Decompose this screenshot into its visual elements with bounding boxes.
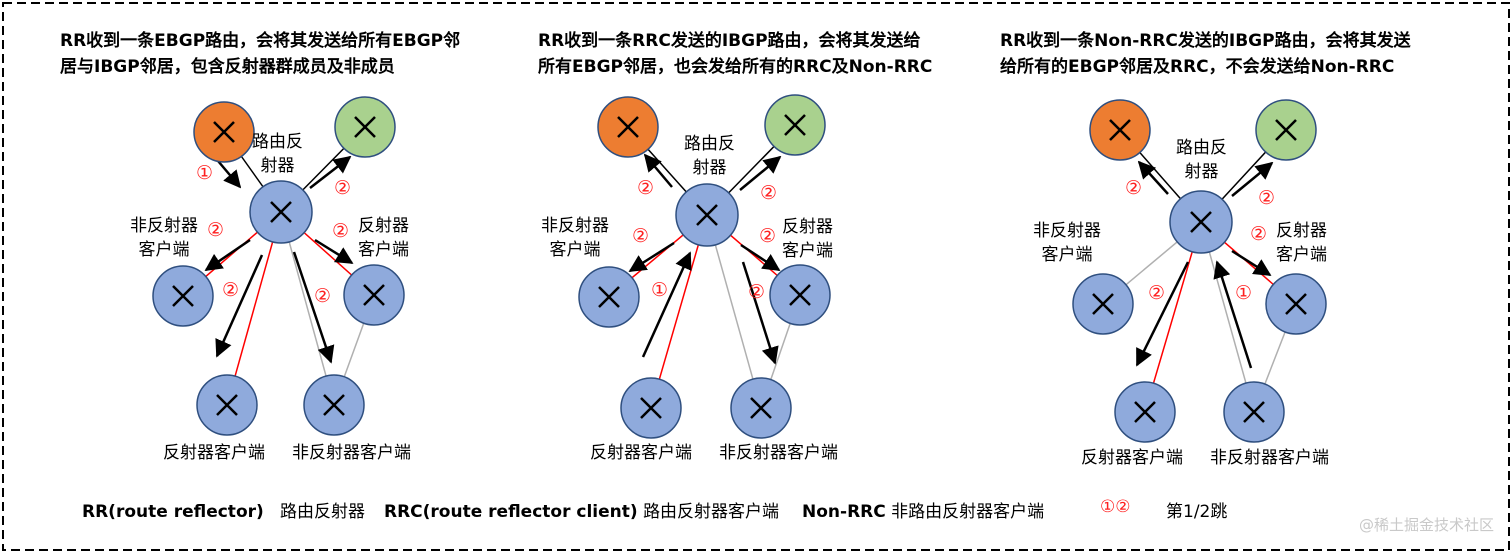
hop-mark: ② [334,177,352,199]
right-label-line-1: 反射器 [782,217,833,237]
panel-2-right-label: 反射器 客户端 [782,215,833,263]
panel-2-rr-label: 路由反 射器 [684,132,735,180]
hop-mark: ② [1250,223,1268,245]
right-label-line-2: 客户端 [1276,245,1327,265]
panel-2-title: RR收到一条RRC发送的IBGP路由，会将其发送给 所有EBGP邻居，也会发给所… [538,28,932,80]
panel-3-right-label: 反射器 客户端 [1276,219,1327,267]
rr-label-line-2: 射器 [1184,162,1219,182]
legend-nonrrc-abbr: Non-RRC [802,502,886,522]
panel-2-left-label: 非反射器 客户端 [541,214,609,262]
hop-mark: ② [1148,282,1166,304]
panel-3-left-label: 非反射器 客户端 [1033,219,1101,267]
panel-2-title-line-2: 所有EBGP邻居，也会发给所有的RRC及Non-RRC [538,57,933,77]
rr-label-line-1: 路由反 [252,132,303,152]
right-label-line-1: 反射器 [1276,221,1327,241]
panel-1-rr-label: 路由反 射器 [252,130,303,178]
legend-rrc: RRC(route reflector client) 路由反射器客户端 [384,497,779,522]
hop-mark: ② [207,219,225,241]
legend-rr-desc: 路由反射器 [280,502,365,522]
hop-mark: ① [1235,282,1253,304]
hop-mark: ② [637,177,655,199]
panel-3-bottom-right-label: 非反射器客户端 [1210,448,1329,468]
left-label-line-2: 客户端 [549,240,601,260]
panel-1-router-x [172,116,385,416]
panel-1-bottom-right-label: 非反射器客户端 [292,443,411,463]
left-label-line-2: 客户端 [1041,245,1093,265]
legend-hop-marks: ①② [1100,497,1131,517]
panel-3-bottom-left-label: 反射器客户端 [1081,448,1183,468]
hop-mark: ② [1258,187,1276,209]
legend-nonrrc: Non-RRC 非路由反射器客户端 [802,497,1044,522]
rr-label-line-1: 路由反 [1176,138,1227,158]
legend-nonrrc-desc: 非路由反射器客户端 [891,502,1045,522]
panel-1-arrows [204,154,354,364]
legend-hop-desc: 第1/2跳 [1166,502,1228,522]
hop-mark: ① [196,162,214,184]
left-label-line-1: 非反射器 [1033,221,1101,241]
right-label-line-1: 反射器 [358,216,409,236]
panel-3-router-x [1092,119,1307,423]
hop-mark: ② [332,220,350,242]
panel-1-bottom-left-label: 反射器客户端 [163,443,265,463]
panel-3-rr-label: 路由反 射器 [1176,136,1227,184]
left-label-line-2: 客户端 [138,240,190,260]
panel-1-left-label: 非反射器 客户端 [130,214,198,262]
hop-mark: ② [760,182,778,204]
panel-1-title-line-1: RR收到一条EBGP路由，会将其发送给所有EBGP邻 [60,31,461,51]
left-label-line-1: 非反射器 [130,216,198,236]
hop-mark: ② [759,225,777,247]
panel-3-title-line-1: RR收到一条Non-RRC发送的IBGP路由，会将其发送 [1000,31,1411,51]
legend-rr-abbr: RR(route reflector) [82,502,264,522]
hop-mark: ② [314,285,332,307]
panel-2-title-line-1: RR收到一条RRC发送的IBGP路由，会将其发送给 [538,31,921,51]
left-label-line-1: 非反射器 [541,216,609,236]
panel-2-bottom-left-label: 反射器客户端 [590,443,692,463]
hop-mark: ② [748,281,766,303]
panel-2-arrows [628,153,782,365]
right-label-line-2: 客户端 [782,241,833,261]
panel-1-title: RR收到一条EBGP路由，会将其发送给所有EBGP邻 居与IBGP邻居，包含反射… [60,28,460,80]
rr-label-line-2: 射器 [692,158,727,178]
rr-label-line-1: 路由反 [684,134,735,154]
panel-2-router-x [598,114,811,419]
panel-1-right-label: 反射器 客户端 [358,214,409,262]
right-label-line-2: 客户端 [358,240,409,260]
panel-3-title-line-2: 给所有的EBGP邻居及RRC，不会发送给Non-RRC [1000,57,1395,77]
rr-label-line-2: 射器 [260,156,295,176]
legend-rrc-desc: 路由反射器客户端 [643,502,780,522]
legend-rr: RR(route reflector) 路由反射器 [82,497,365,522]
panel-3-title: RR收到一条Non-RRC发送的IBGP路由，会将其发送 给所有的EBGP邻居及… [1000,28,1411,80]
legend-rrc-abbr: RRC(route reflector client) [384,502,638,522]
hop-mark: ① [651,279,669,301]
panel-3-arrows [1135,160,1274,369]
watermark: @稀土掘金技术社区 [1358,516,1494,534]
panel-2-bottom-right-label: 非反射器客户端 [719,443,838,463]
hop-mark: ② [632,225,650,247]
panel-1-title-line-2: 居与IBGP邻居，包含反射器群成员及非成员 [60,57,395,77]
hop-mark: ② [222,279,240,301]
hop-mark: ② [1125,177,1143,199]
